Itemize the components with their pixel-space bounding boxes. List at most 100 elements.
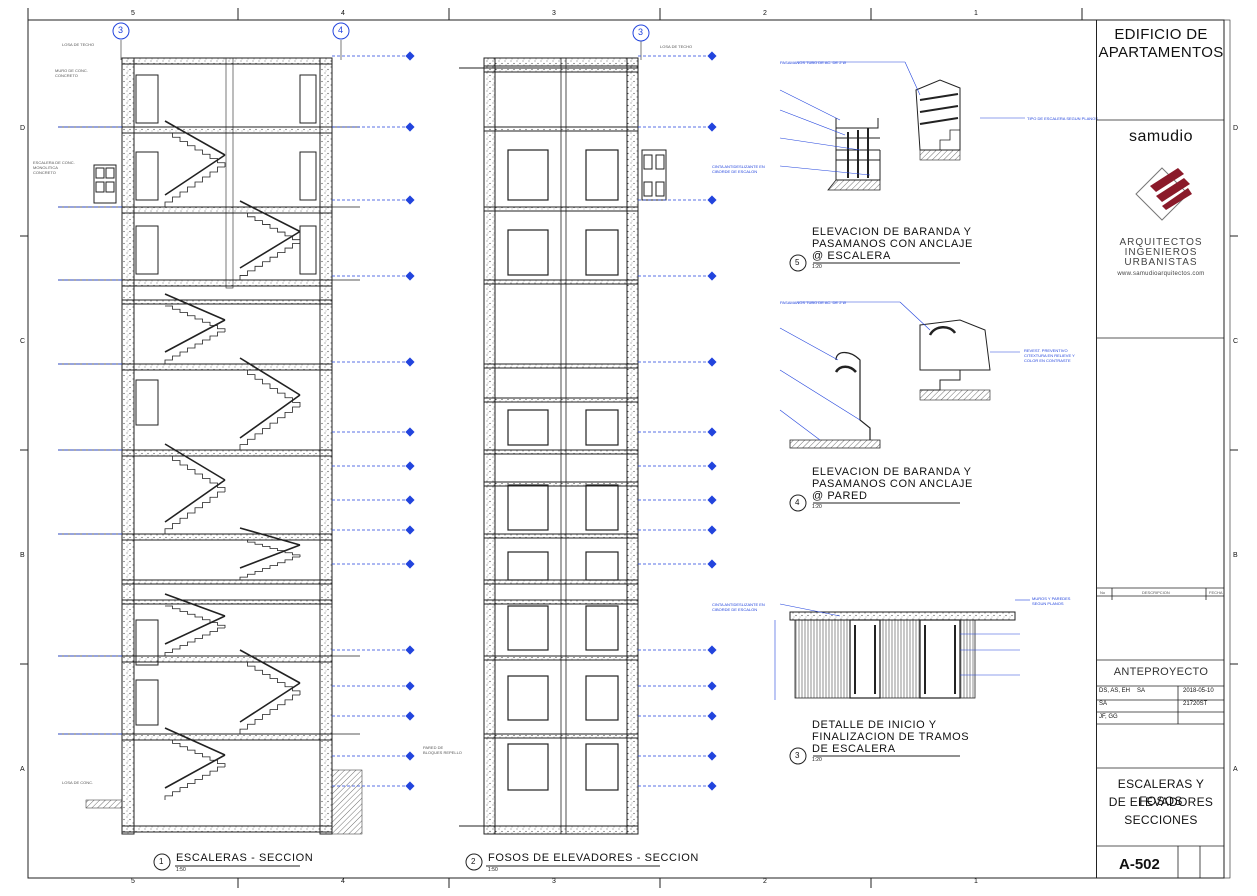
slab — [121, 655, 333, 663]
elevator-door — [585, 675, 619, 721]
grid-row-b-right: B — [1233, 552, 1238, 559]
stair-flight — [165, 305, 226, 332]
shaft-slab — [483, 57, 639, 67]
level-marker — [405, 681, 415, 691]
stair-flight — [240, 212, 301, 244]
handrail — [239, 649, 301, 684]
shaft-slab — [483, 481, 639, 487]
level-marker — [405, 751, 415, 761]
view1-number: 1 — [159, 857, 164, 866]
stair-flight — [164, 627, 225, 656]
handrail — [239, 394, 301, 439]
slab — [121, 363, 333, 371]
shaft-slab — [483, 67, 639, 73]
view3-title-line1: DETALLE DE INICIO Y — [812, 719, 937, 731]
project-title-line1: EDIFICIO DE — [1114, 26, 1208, 43]
level-marker — [405, 711, 415, 721]
elevator-door — [507, 605, 549, 651]
grid-col-1: 1 — [974, 10, 978, 17]
elevator-door — [507, 149, 549, 201]
view1-title: ESCALERAS - SECCION — [176, 852, 314, 864]
elevator-shaft-section-view — [459, 24, 667, 835]
elevator-door — [507, 229, 549, 276]
level-marker — [707, 711, 717, 721]
elevator-door — [507, 675, 549, 721]
note-losa-conc: LOSA DE CONC. — [62, 780, 94, 785]
handrail-wall-anchor-detail — [789, 319, 991, 512]
view3-title-line2: FINALIZACION DE TRAMOS — [812, 731, 970, 743]
handrail — [164, 154, 226, 196]
shaft-slab — [483, 279, 639, 285]
view3-title-line3: DE ESCALERA — [812, 743, 896, 755]
slab — [121, 279, 333, 287]
grid-row-c-right: C — [1233, 338, 1239, 345]
designed-by: DS, AS, EH — [1099, 688, 1131, 694]
note-cinta-3: CINTA ANTIDESLIZANTE EN CIBORDE DE ESCAL… — [712, 602, 765, 612]
grid-col-3: 3 — [552, 10, 556, 17]
firm-website[interactable]: www.samudioarquitectos.com — [1117, 271, 1205, 277]
grid-row-c: C — [20, 338, 26, 345]
stair-flight — [165, 455, 226, 492]
shaft-slab — [483, 733, 639, 739]
sheet-title-line3: SECCIONES — [1124, 813, 1198, 827]
note-revest: REVEST. PREVENTIVO CITEXTURA EN RELIEVE … — [1024, 348, 1075, 363]
view5-scale: 1:20 — [812, 264, 822, 270]
sheet-title-line1: ESCALERAS Y FOSOS — [1117, 777, 1205, 808]
level-marker — [707, 495, 717, 505]
handrail — [164, 593, 226, 617]
grid-row-d: D — [20, 125, 26, 132]
view5-title-line1: ELEVACION DE BARANDA Y — [812, 226, 972, 238]
elevator-door — [585, 409, 619, 446]
slab — [121, 126, 333, 134]
view4-title-line3: @ PARED — [812, 490, 868, 502]
title-block: EDIFICIO DE APARTAMENTOS samudio ARQUITE… — [1096, 20, 1225, 878]
level-marker — [707, 51, 717, 61]
slab — [121, 579, 333, 585]
level-marker — [707, 357, 717, 367]
slab — [121, 449, 333, 457]
handrail — [239, 200, 301, 233]
view4-number: 4 — [795, 498, 800, 507]
elevator-door — [585, 149, 619, 201]
handrail — [164, 615, 226, 645]
grid-col-2: 2 — [763, 10, 767, 17]
firm-line-3: URBANISTAS — [1124, 257, 1198, 268]
view3-scale: 1:20 — [812, 757, 822, 763]
shaft-slab — [483, 206, 639, 212]
view2-title: FOSOS DE ELEVADORES - SECCION — [488, 852, 699, 864]
handrail — [239, 544, 301, 569]
view4-title-line2: PASAMANOS CON ANCLAJE — [812, 478, 973, 490]
level-marker — [707, 781, 717, 791]
sheet-number: A-502 — [1119, 856, 1160, 873]
axis-bubble-4: 4 — [338, 25, 344, 35]
elevator-door — [585, 229, 619, 276]
shaft-slab — [483, 126, 639, 132]
level-marker — [707, 461, 717, 471]
level-marker — [405, 645, 415, 655]
note-tubo-4: PASAMANOS TUBO DE AC. DE 2"Ø — [780, 300, 846, 305]
level-marker — [405, 271, 415, 281]
slab — [121, 733, 333, 741]
grid-col-5-bottom: 5 — [131, 878, 135, 885]
handrail — [164, 479, 226, 523]
level-marker — [405, 195, 415, 205]
level-marker — [707, 559, 717, 569]
stair-flight — [239, 556, 300, 580]
rev-desc-header: DESCRIPCION — [1142, 590, 1170, 595]
view1-scale: 1:50 — [176, 867, 186, 873]
level-marker — [405, 51, 415, 61]
shaft-slab — [483, 449, 639, 455]
phase-label: ANTEPROYECTO — [1113, 666, 1209, 678]
note-escalera-conc: ESCALERA DE CONC. MONOLITICA CONCRETO — [33, 160, 75, 175]
handrail-stair-anchor-detail — [789, 79, 961, 272]
stair-flight — [164, 766, 225, 800]
sheet-title-line2: DE ELEVADORES — [1108, 795, 1214, 809]
grid-row-a: A — [20, 766, 25, 773]
view5-title-line3: @ ESCALERA — [812, 250, 891, 262]
grid-row-d-right: D — [1233, 125, 1239, 132]
view5-title-line2: PASAMANOS CON ANCLAJE — [812, 238, 973, 250]
elevator-door — [507, 409, 549, 446]
note-tubo-5: PASAMANOS TUBO DE AC. DE 2"Ø — [780, 60, 846, 65]
axis-bubble-3-shaft: 3 — [638, 27, 644, 37]
grid-row-b: B — [20, 552, 25, 559]
